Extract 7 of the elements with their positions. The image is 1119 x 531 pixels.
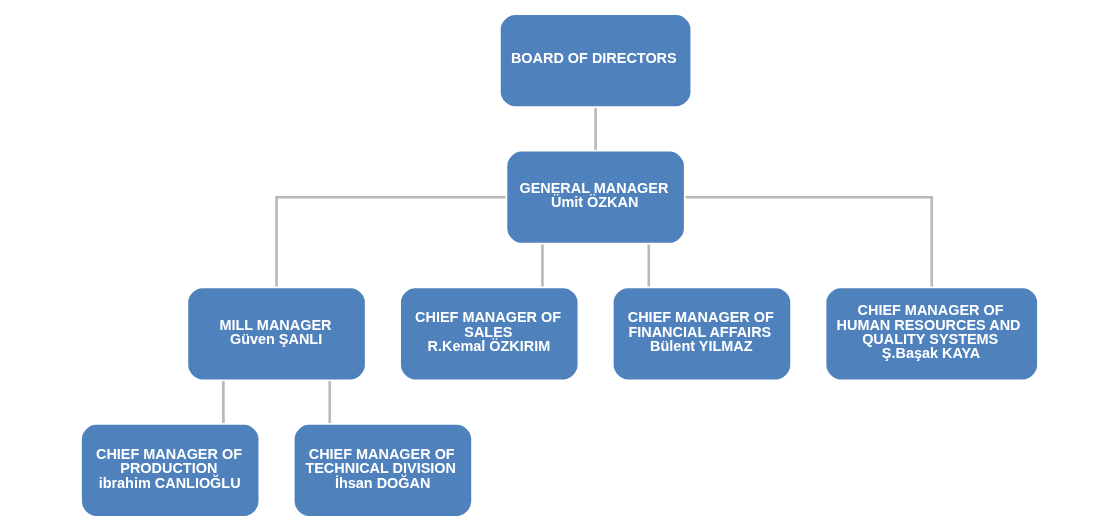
connector [222, 381, 225, 424]
connector [275, 195, 506, 287]
connector [647, 244, 651, 287]
connector [594, 108, 597, 150]
connector [328, 381, 332, 424]
connector [541, 244, 544, 287]
connector [685, 195, 934, 287]
